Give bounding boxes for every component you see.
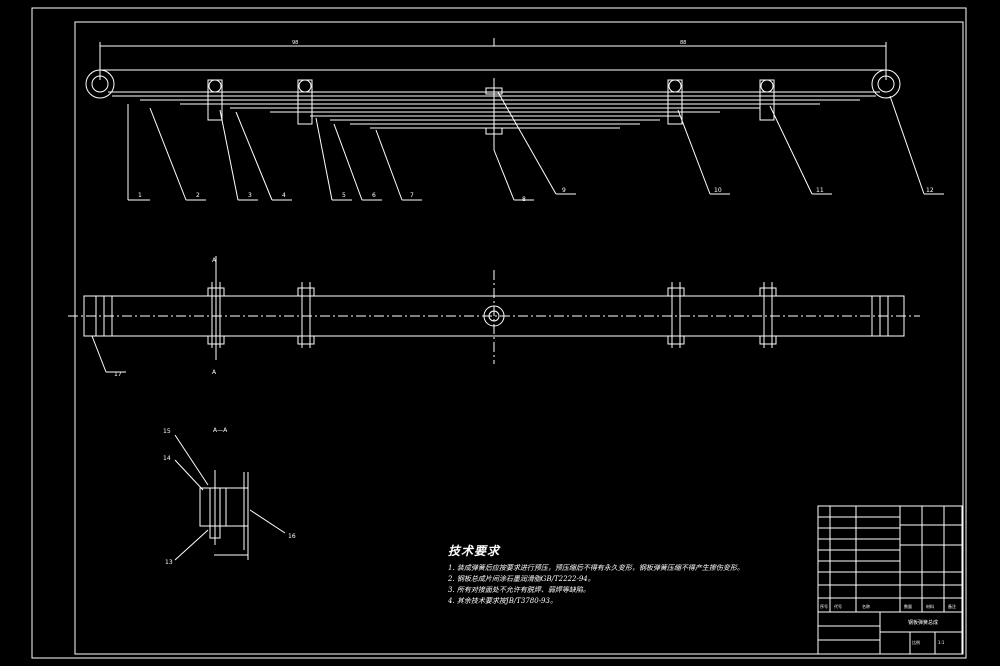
title-block: [817, 505, 963, 655]
title-block-header-4: 数量: [904, 603, 912, 609]
balloon-9: 9: [562, 187, 566, 194]
title-block-header-6: 备注: [948, 603, 956, 609]
title-block-header-2: 代号: [834, 603, 842, 609]
scale-value: 1:1: [938, 640, 945, 645]
balloon-10: 10: [714, 187, 722, 194]
tech-requirement-1: 1. 装成弹簧后应按要求进行预压，预压缩后不得有永久变形，钢板弹簧压缩不得产生擦…: [448, 564, 744, 572]
inner-frame: [74, 21, 964, 655]
technical-requirements: 技术要求 1. 装成弹簧后应按要求进行预压，预压缩后不得有永久变形，钢板弹簧压缩…: [448, 542, 744, 607]
plan-view: [68, 256, 920, 373]
section-a-a: [174, 434, 286, 561]
balloon-15: 15: [163, 428, 171, 435]
section-mark-top: A: [212, 257, 217, 264]
balloon-16: 16: [288, 533, 296, 540]
balloon-7: 7: [410, 192, 414, 199]
tech-requirements-title: 技术要求: [448, 544, 501, 558]
dimension-right: 88: [680, 40, 686, 46]
balloon-11: 11: [816, 187, 824, 194]
title-block-header-5: 材料: [926, 603, 934, 609]
balloon-2: 2: [196, 192, 200, 199]
section-mark-bottom: A: [212, 369, 217, 376]
left-eye-inner: [91, 75, 109, 93]
balloon-14: 14: [163, 455, 171, 462]
dimension-left: 98: [292, 40, 298, 46]
balloon-6: 6: [372, 192, 376, 199]
view-label: A—A: [213, 427, 228, 434]
balloon-8: 8: [522, 196, 526, 203]
elevation-view: [85, 38, 944, 201]
tech-requirement-2: 2. 钢板总成片间涂石墨润滑脂GB/T2222-94。: [448, 575, 595, 583]
drawing-name: 钢板弹簧总成: [908, 619, 938, 626]
scale-label: 比例: [912, 639, 920, 645]
tech-requirement-4: 4. 其余技术要求按JB/T3780-93。: [448, 597, 557, 605]
balloon-17: 17: [114, 371, 122, 378]
tech-requirement-3: 3. 所有对接面处不允许有脱焊、弱焊等缺陷。: [448, 586, 590, 594]
balloon-4: 4: [282, 192, 286, 199]
balloon-12: 12: [926, 187, 934, 194]
balloon-3: 3: [248, 192, 252, 199]
balloon-13: 13: [165, 559, 173, 566]
title-block-header-1: 序号: [820, 603, 828, 609]
title-block-header-3: 名称: [862, 603, 870, 609]
right-eye-inner: [877, 75, 895, 93]
balloon-5: 5: [342, 192, 346, 199]
outer-frame: [31, 7, 967, 659]
balloon-1: 1: [138, 192, 142, 199]
